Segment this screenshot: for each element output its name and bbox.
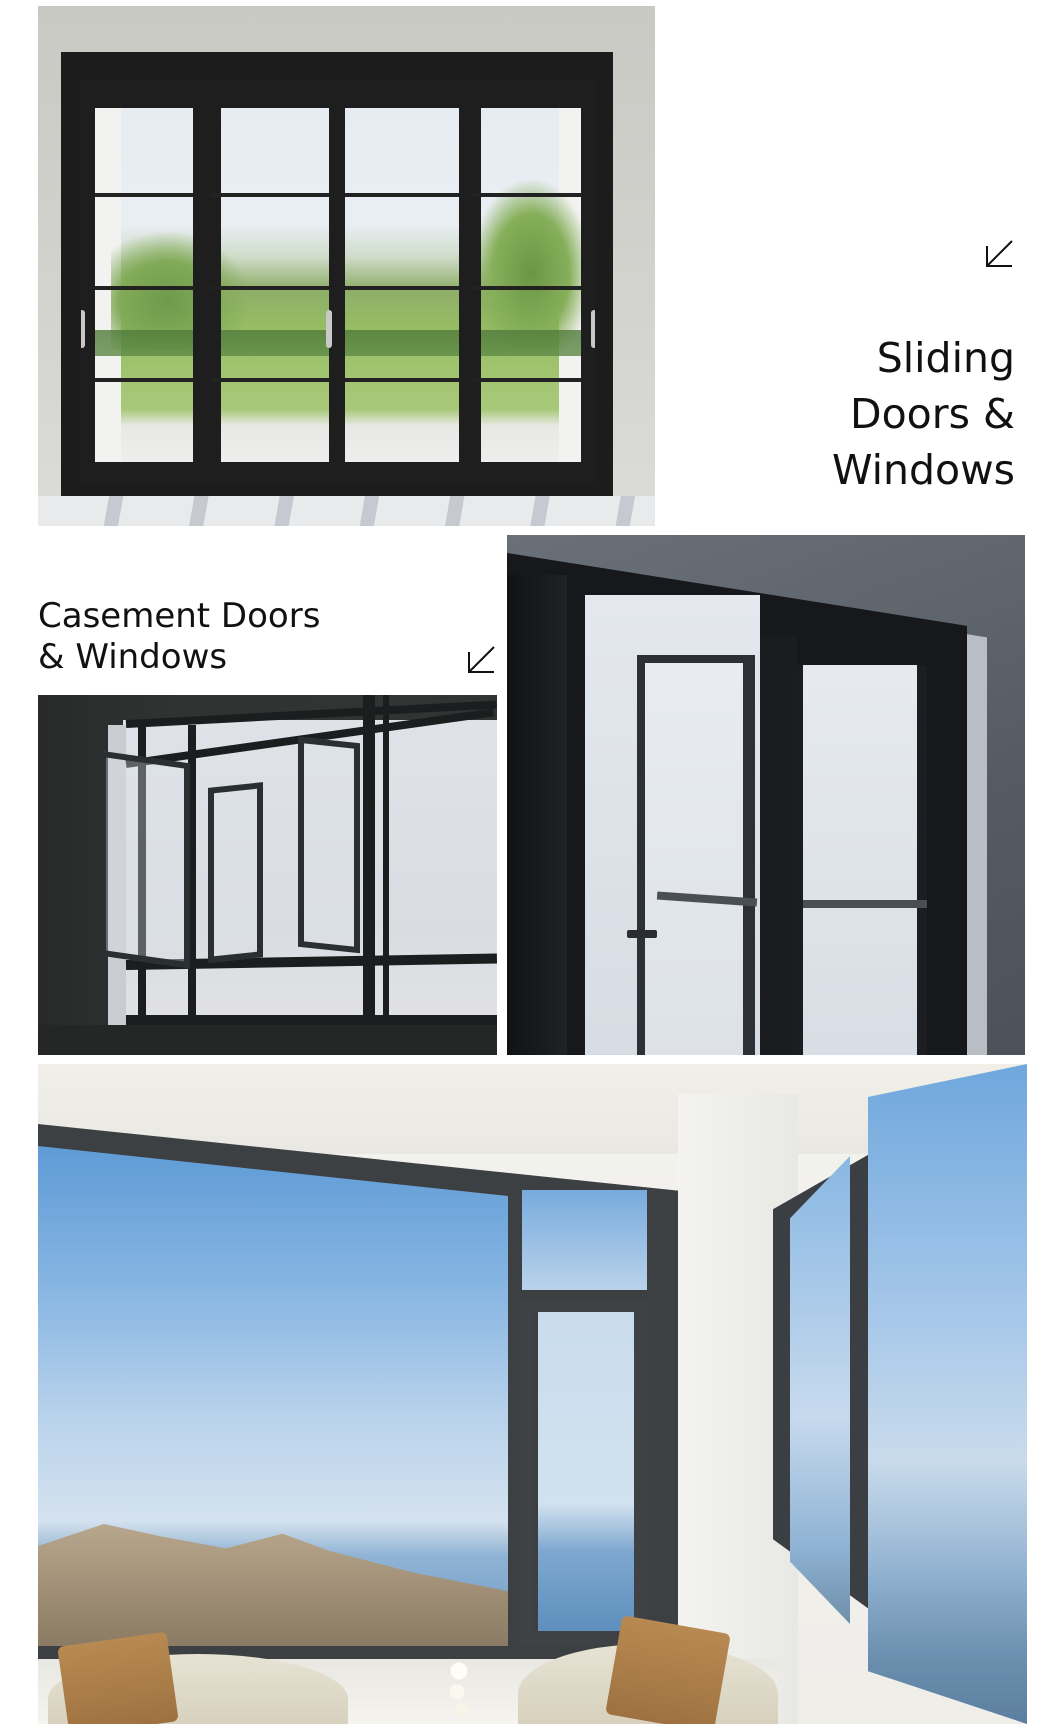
open-sash xyxy=(298,736,360,954)
door-handle xyxy=(591,310,595,348)
door-handle xyxy=(81,310,85,348)
casement-glass xyxy=(538,1312,640,1632)
casement-sash xyxy=(520,1300,648,1645)
arrow-down-left-icon xyxy=(467,646,495,674)
door-panel xyxy=(193,80,343,482)
open-sash xyxy=(208,782,263,963)
title-line: Doors & xyxy=(850,390,1015,438)
trees-right xyxy=(471,180,591,350)
door-outer-frame xyxy=(61,52,613,496)
open-sash xyxy=(100,750,190,969)
window-sill-frame xyxy=(126,1015,497,1025)
casement-doors-windows-title: Casement Doors & Windows xyxy=(38,596,320,678)
floor xyxy=(38,496,655,526)
sliding-door-photo xyxy=(38,6,655,526)
door-handle xyxy=(326,310,332,348)
transom-glass xyxy=(522,1190,647,1290)
mullion xyxy=(363,695,375,1025)
transom-bar xyxy=(803,900,927,908)
door-handle xyxy=(627,930,657,938)
arrow-down-left-icon xyxy=(985,240,1013,268)
side-fixed-glass xyxy=(868,1064,1027,1724)
folding-sash xyxy=(637,655,755,1055)
casement-window-photo xyxy=(38,695,497,1055)
sliding-doors-windows-title: Sliding Doors & Windows xyxy=(755,330,1015,498)
folding-door-photo xyxy=(507,535,1025,1055)
corner-window-room-photo xyxy=(38,1064,1027,1724)
door-panel xyxy=(459,80,595,482)
glass-pane xyxy=(797,665,927,1055)
mullion xyxy=(760,635,797,1055)
sky xyxy=(123,720,497,1020)
wall-below-window xyxy=(38,1025,497,1055)
title-line: & Windows xyxy=(38,637,228,677)
title-line: Casement Doors xyxy=(38,596,321,636)
frame-post xyxy=(507,575,567,1055)
cushion xyxy=(57,1631,179,1724)
title-line: Sliding xyxy=(876,334,1015,382)
title-line: Windows xyxy=(831,446,1015,494)
door-view xyxy=(81,80,595,482)
ceiling xyxy=(38,1064,1027,1154)
cushion xyxy=(605,1615,731,1724)
mullion xyxy=(138,725,146,1025)
mullion xyxy=(383,695,389,1025)
mullion xyxy=(188,725,196,1025)
flower-vase xyxy=(448,1659,470,1719)
side-casement-glass xyxy=(790,1156,850,1624)
window-jamb xyxy=(108,725,126,1025)
